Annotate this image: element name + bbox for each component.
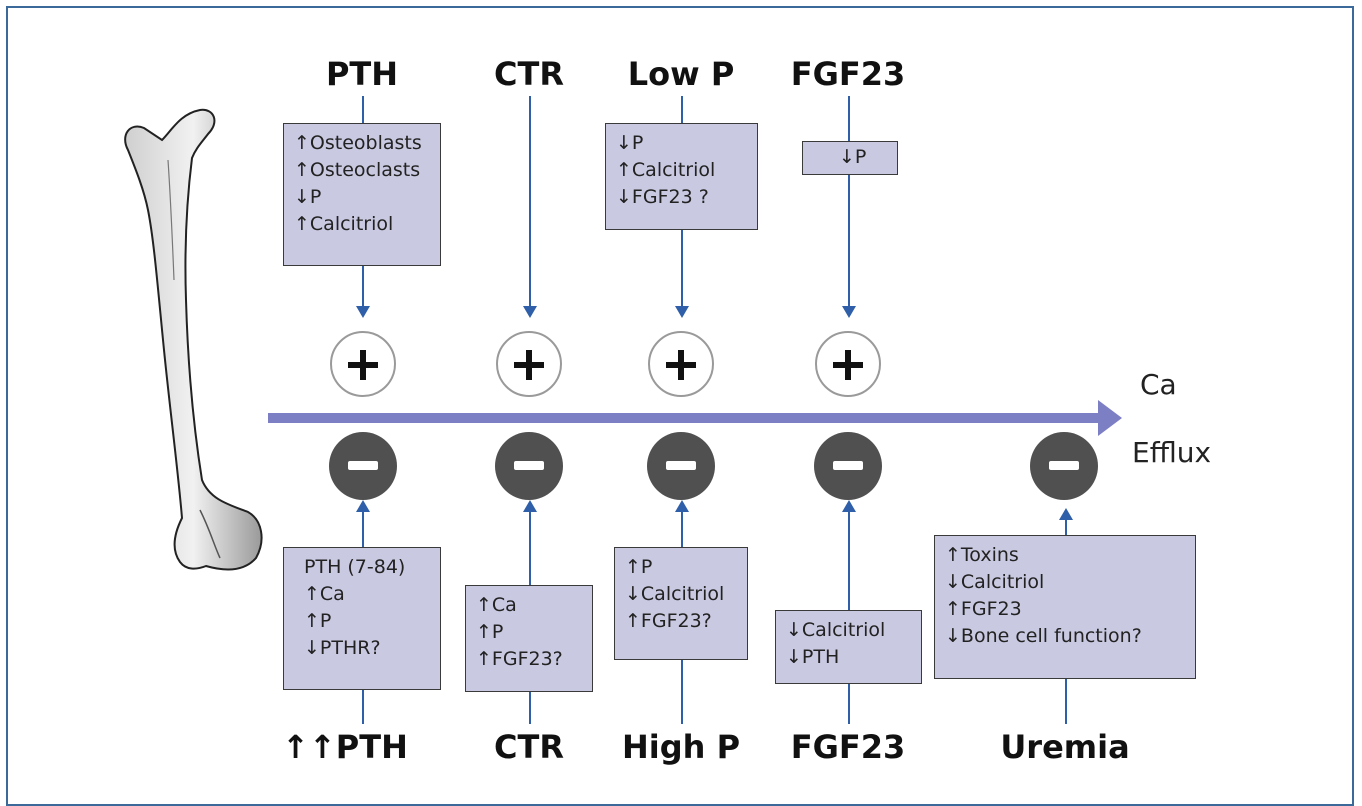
arrow-head-down: [675, 306, 689, 318]
plus-icon: [330, 331, 396, 397]
arrow-head-up: [523, 500, 537, 512]
bottom-box-ctr: ↑Ca ↑P ↑FGF23?: [465, 585, 593, 692]
connector-line: [529, 692, 531, 724]
arrow-head-up: [1059, 508, 1073, 520]
connector-line: [681, 96, 683, 124]
minus-icon: [1030, 432, 1098, 500]
top-label-fgf23: FGF23: [790, 55, 906, 93]
efflux-label-efflux: Efflux: [1132, 436, 1212, 469]
connector-line: [1065, 679, 1067, 724]
top-label-pth: PTH: [325, 55, 399, 93]
connector-line: [362, 266, 364, 310]
connector-line: [362, 510, 364, 548]
plus-icon: [648, 331, 714, 397]
top-label-ctr: CTR: [494, 55, 564, 93]
connector-line: [1065, 518, 1067, 536]
bottom-label-uremia: Uremia: [1000, 728, 1130, 766]
arrow-head-up: [675, 500, 689, 512]
bottom-label-fgf23: FGF23: [790, 728, 906, 766]
connector-line: [681, 230, 683, 310]
bottom-box-high-p: ↑P ↓Calcitriol ↑FGF23?: [614, 547, 748, 660]
connector-line: [362, 690, 364, 724]
minus-icon: [814, 432, 882, 500]
minus-icon: [329, 432, 397, 500]
connector-line: [681, 660, 683, 724]
bottom-box-fgf23: ↓Calcitriol ↓PTH: [775, 610, 922, 684]
connector-line: [529, 96, 531, 310]
connector-line: [362, 96, 364, 124]
bottom-label-high-p: High P: [621, 728, 741, 766]
ca-efflux-arrow: [268, 400, 1122, 436]
arrow-head-up: [356, 500, 370, 512]
connector-line: [681, 510, 683, 548]
arrow-head-down: [523, 306, 537, 318]
arrow-head-down: [356, 306, 370, 318]
connector-line: [848, 96, 850, 142]
minus-icon: [495, 432, 563, 500]
top-box-low-p: ↓P ↑Calcitriol ↓FGF23 ?: [605, 123, 758, 230]
plus-icon: [496, 331, 562, 397]
femur-bone-illustration: [124, 108, 263, 571]
efflux-label-ca: Ca: [1140, 368, 1177, 401]
connector-line: [848, 684, 850, 724]
top-box-fgf23: ↓P: [802, 141, 898, 175]
bottom-label-ctr: CTR: [494, 728, 564, 766]
bottom-box-uremia: ↑Toxins ↓Calcitriol ↑FGF23 ↓Bone cell fu…: [934, 535, 1196, 679]
minus-icon: [647, 432, 715, 500]
connector-line: [848, 510, 850, 611]
top-label-low-p: Low P: [627, 55, 735, 93]
plus-icon: [815, 331, 881, 397]
top-box-pth: ↑Osteoblasts ↑Osteoclasts ↓P ↑Calcitriol: [283, 123, 441, 266]
connector-line: [529, 510, 531, 586]
bottom-label-pth: ↑↑PTH: [282, 728, 408, 766]
arrow-head-down: [842, 306, 856, 318]
connector-line: [848, 175, 850, 310]
bottom-box-pth: PTH (7-84) ↑Ca ↑P ↓PTHR?: [283, 547, 441, 690]
arrow-head-up: [842, 500, 856, 512]
